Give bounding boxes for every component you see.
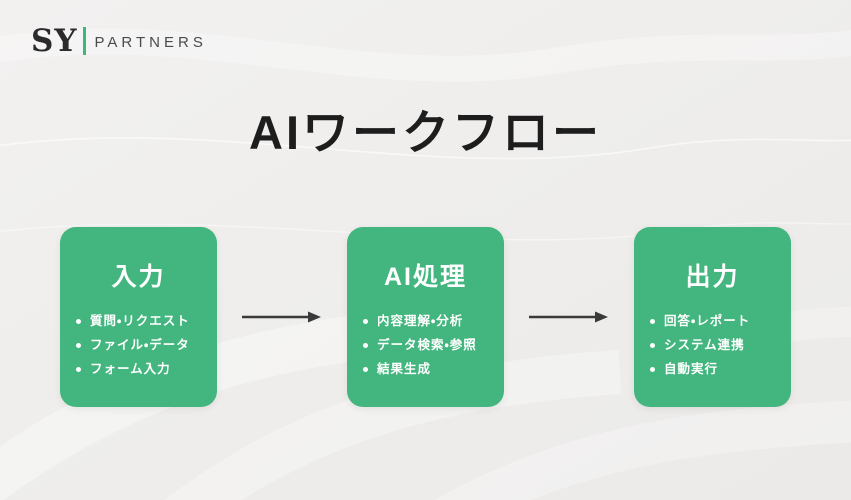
workflow-diagram: 入力 質問・リクエスト ファイル・データ フォーム入力 AI処理: [0, 227, 851, 407]
logo: SY PARTNERS: [31, 24, 207, 58]
bullet-dot-icon: [76, 367, 81, 372]
list-item: 自動実行: [650, 362, 785, 377]
bullet-dot-icon: [650, 343, 655, 348]
bullet-dot-icon: [650, 319, 655, 324]
right-arrow-icon: [529, 311, 608, 323]
card-title: 入力: [111, 263, 166, 291]
list-item: 結果生成: [363, 362, 498, 377]
bullet-dot-icon: [363, 367, 368, 372]
right-arrow-icon: [242, 311, 321, 323]
list-item: システム連携: [650, 338, 785, 353]
flow-card-ai-processing: AI処理 内容理解・分析 データ検索・参照 結果生成: [347, 227, 504, 407]
list-item: 質問・リクエスト: [76, 314, 211, 329]
flow-arrow: [217, 227, 347, 407]
logo-monogram: SY: [31, 22, 78, 59]
card-list: 回答・レポート システム連携 自動実行: [634, 314, 791, 377]
list-item: フォーム入力: [76, 362, 211, 377]
card-list: 質問・リクエスト ファイル・データ フォーム入力: [60, 314, 217, 377]
list-item-label: ファイル・データ: [90, 338, 190, 352]
flow-card-output: 出力 回答・レポート システム連携 自動実行: [634, 227, 791, 407]
page-title: AIワークフロー: [249, 106, 602, 159]
list-item: ファイル・データ: [76, 338, 211, 353]
flow-arrow: [504, 227, 634, 407]
list-item: 内容理解・分析: [363, 314, 498, 329]
list-item-label: 回答・レポート: [664, 314, 751, 328]
list-item-label: 結果生成: [377, 362, 432, 376]
list-item: データ検索・参照: [363, 338, 498, 353]
logo-wordmark: PARTNERS: [94, 34, 207, 51]
list-item-label: 内容理解・分析: [377, 314, 464, 328]
list-item-label: 自動実行: [664, 362, 719, 376]
bullet-dot-icon: [363, 343, 368, 348]
list-item-label: 質問・リクエスト: [90, 314, 190, 328]
list-item: 回答・レポート: [650, 314, 785, 329]
list-item-label: フォーム入力: [90, 362, 171, 376]
bullet-dot-icon: [650, 367, 655, 372]
list-item-label: データ検索・参照: [377, 338, 477, 352]
card-title: AI処理: [383, 263, 467, 291]
card-title: 出力: [685, 263, 740, 291]
logo-divider: [82, 27, 86, 55]
list-item-label: システム連携: [664, 338, 745, 352]
bullet-dot-icon: [76, 319, 81, 324]
bullet-dot-icon: [76, 343, 81, 348]
flow-card-input: 入力 質問・リクエスト ファイル・データ フォーム入力: [60, 227, 217, 407]
card-list: 内容理解・分析 データ検索・参照 結果生成: [347, 314, 504, 377]
bullet-dot-icon: [363, 319, 368, 324]
